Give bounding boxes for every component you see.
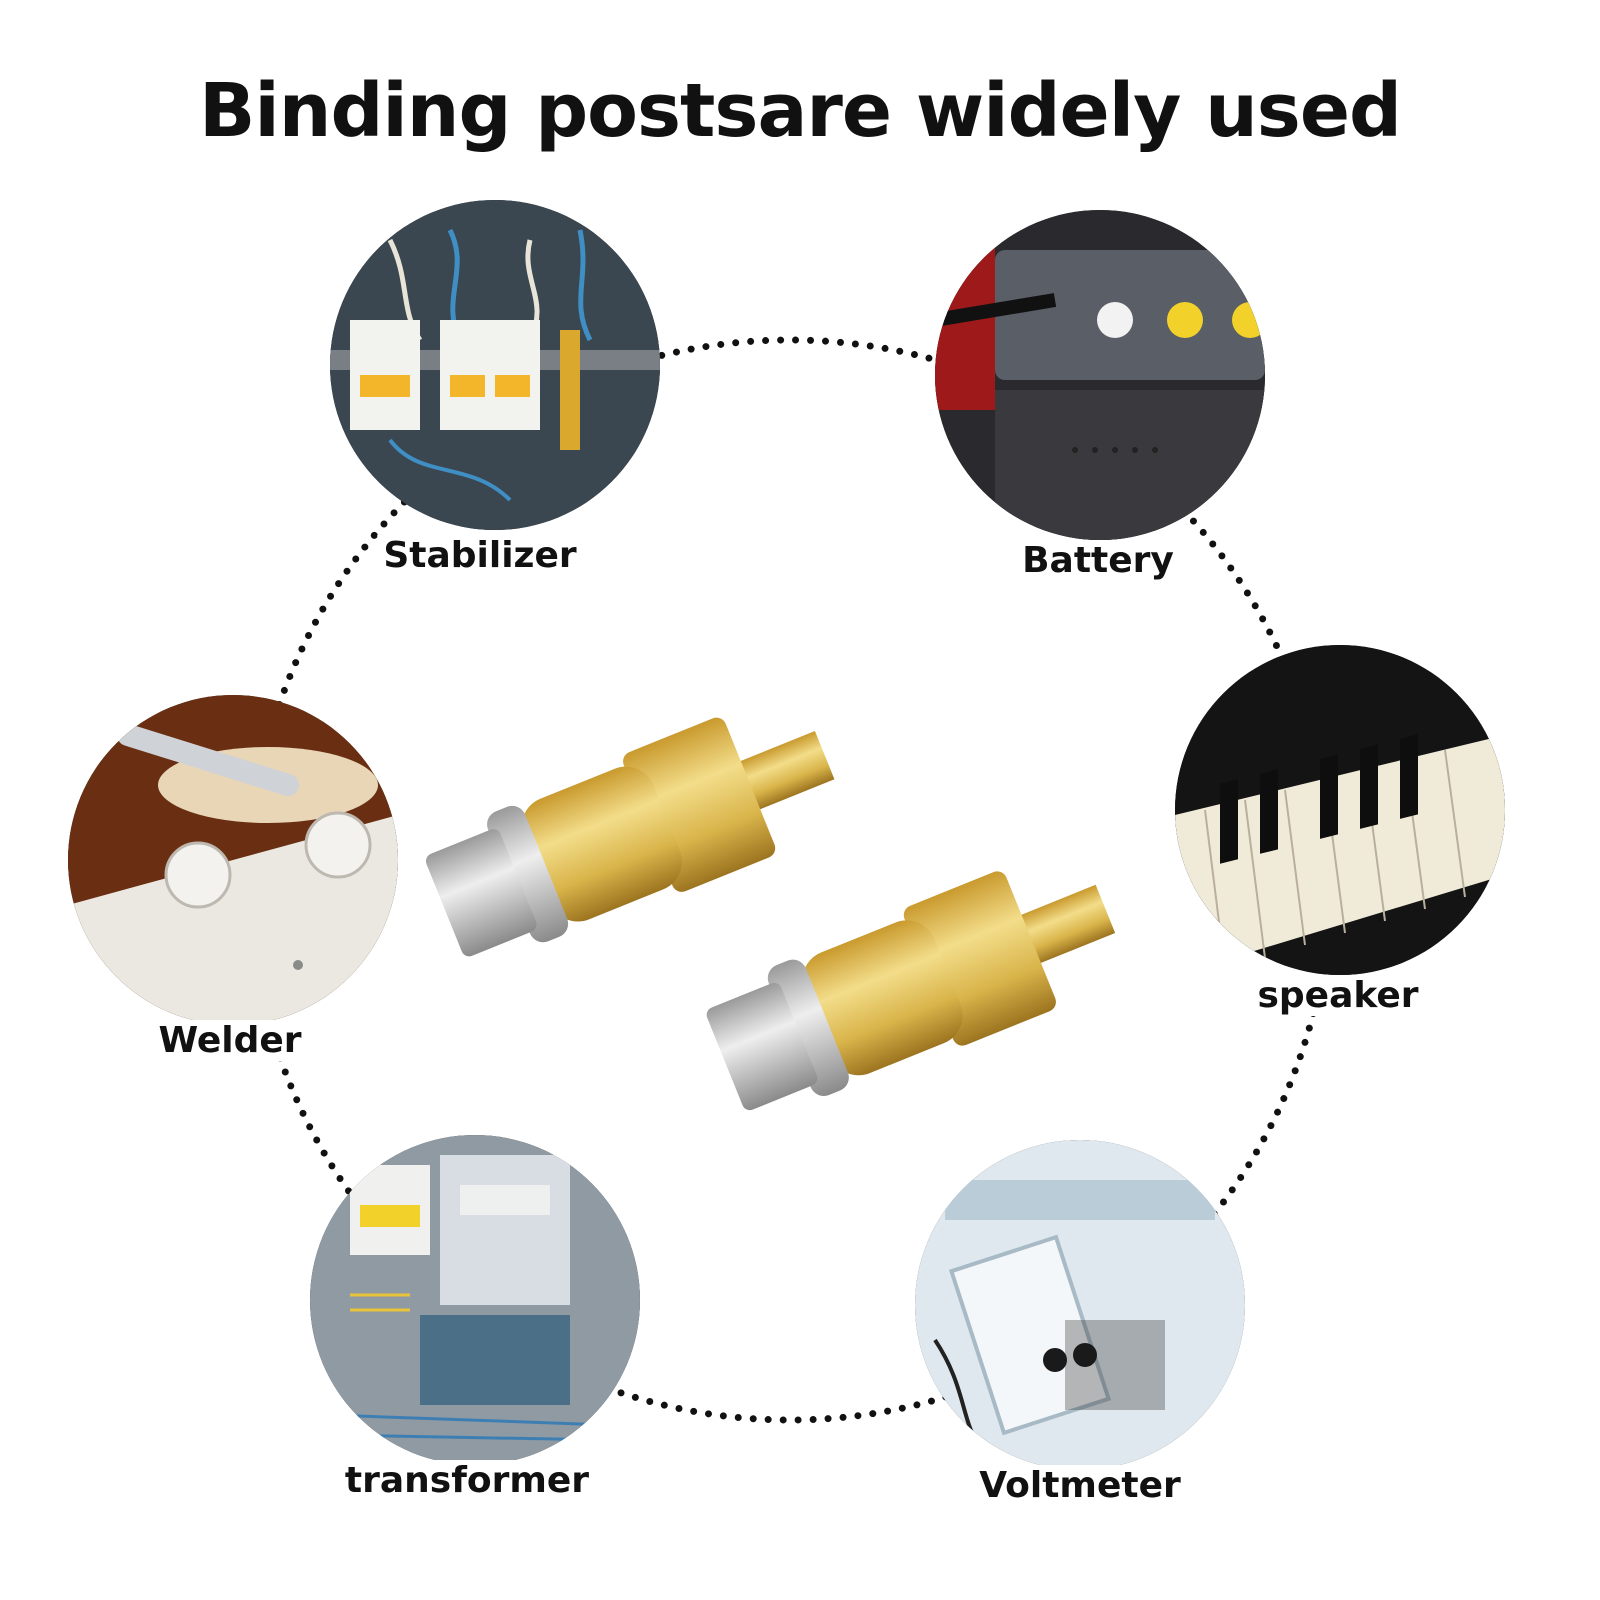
- speaker-image: [1175, 645, 1505, 975]
- page-title: Binding postsare widely used: [199, 68, 1402, 154]
- battery-label: Battery: [1016, 540, 1180, 581]
- speaker-label: speaker: [1251, 975, 1425, 1016]
- stabilizer-label: Stabilizer: [377, 535, 583, 576]
- welder-image: [68, 695, 398, 1025]
- battery-image: [935, 210, 1265, 540]
- welder-label: Welder: [152, 1020, 308, 1061]
- binding-post-pair-image: [425, 717, 1116, 1111]
- transformer-image: [310, 1135, 640, 1465]
- stabilizer-image: [330, 200, 660, 530]
- transformer-label: transformer: [338, 1460, 596, 1501]
- voltmeter-label: Voltmeter: [973, 1465, 1187, 1506]
- voltmeter-image: [915, 1140, 1245, 1470]
